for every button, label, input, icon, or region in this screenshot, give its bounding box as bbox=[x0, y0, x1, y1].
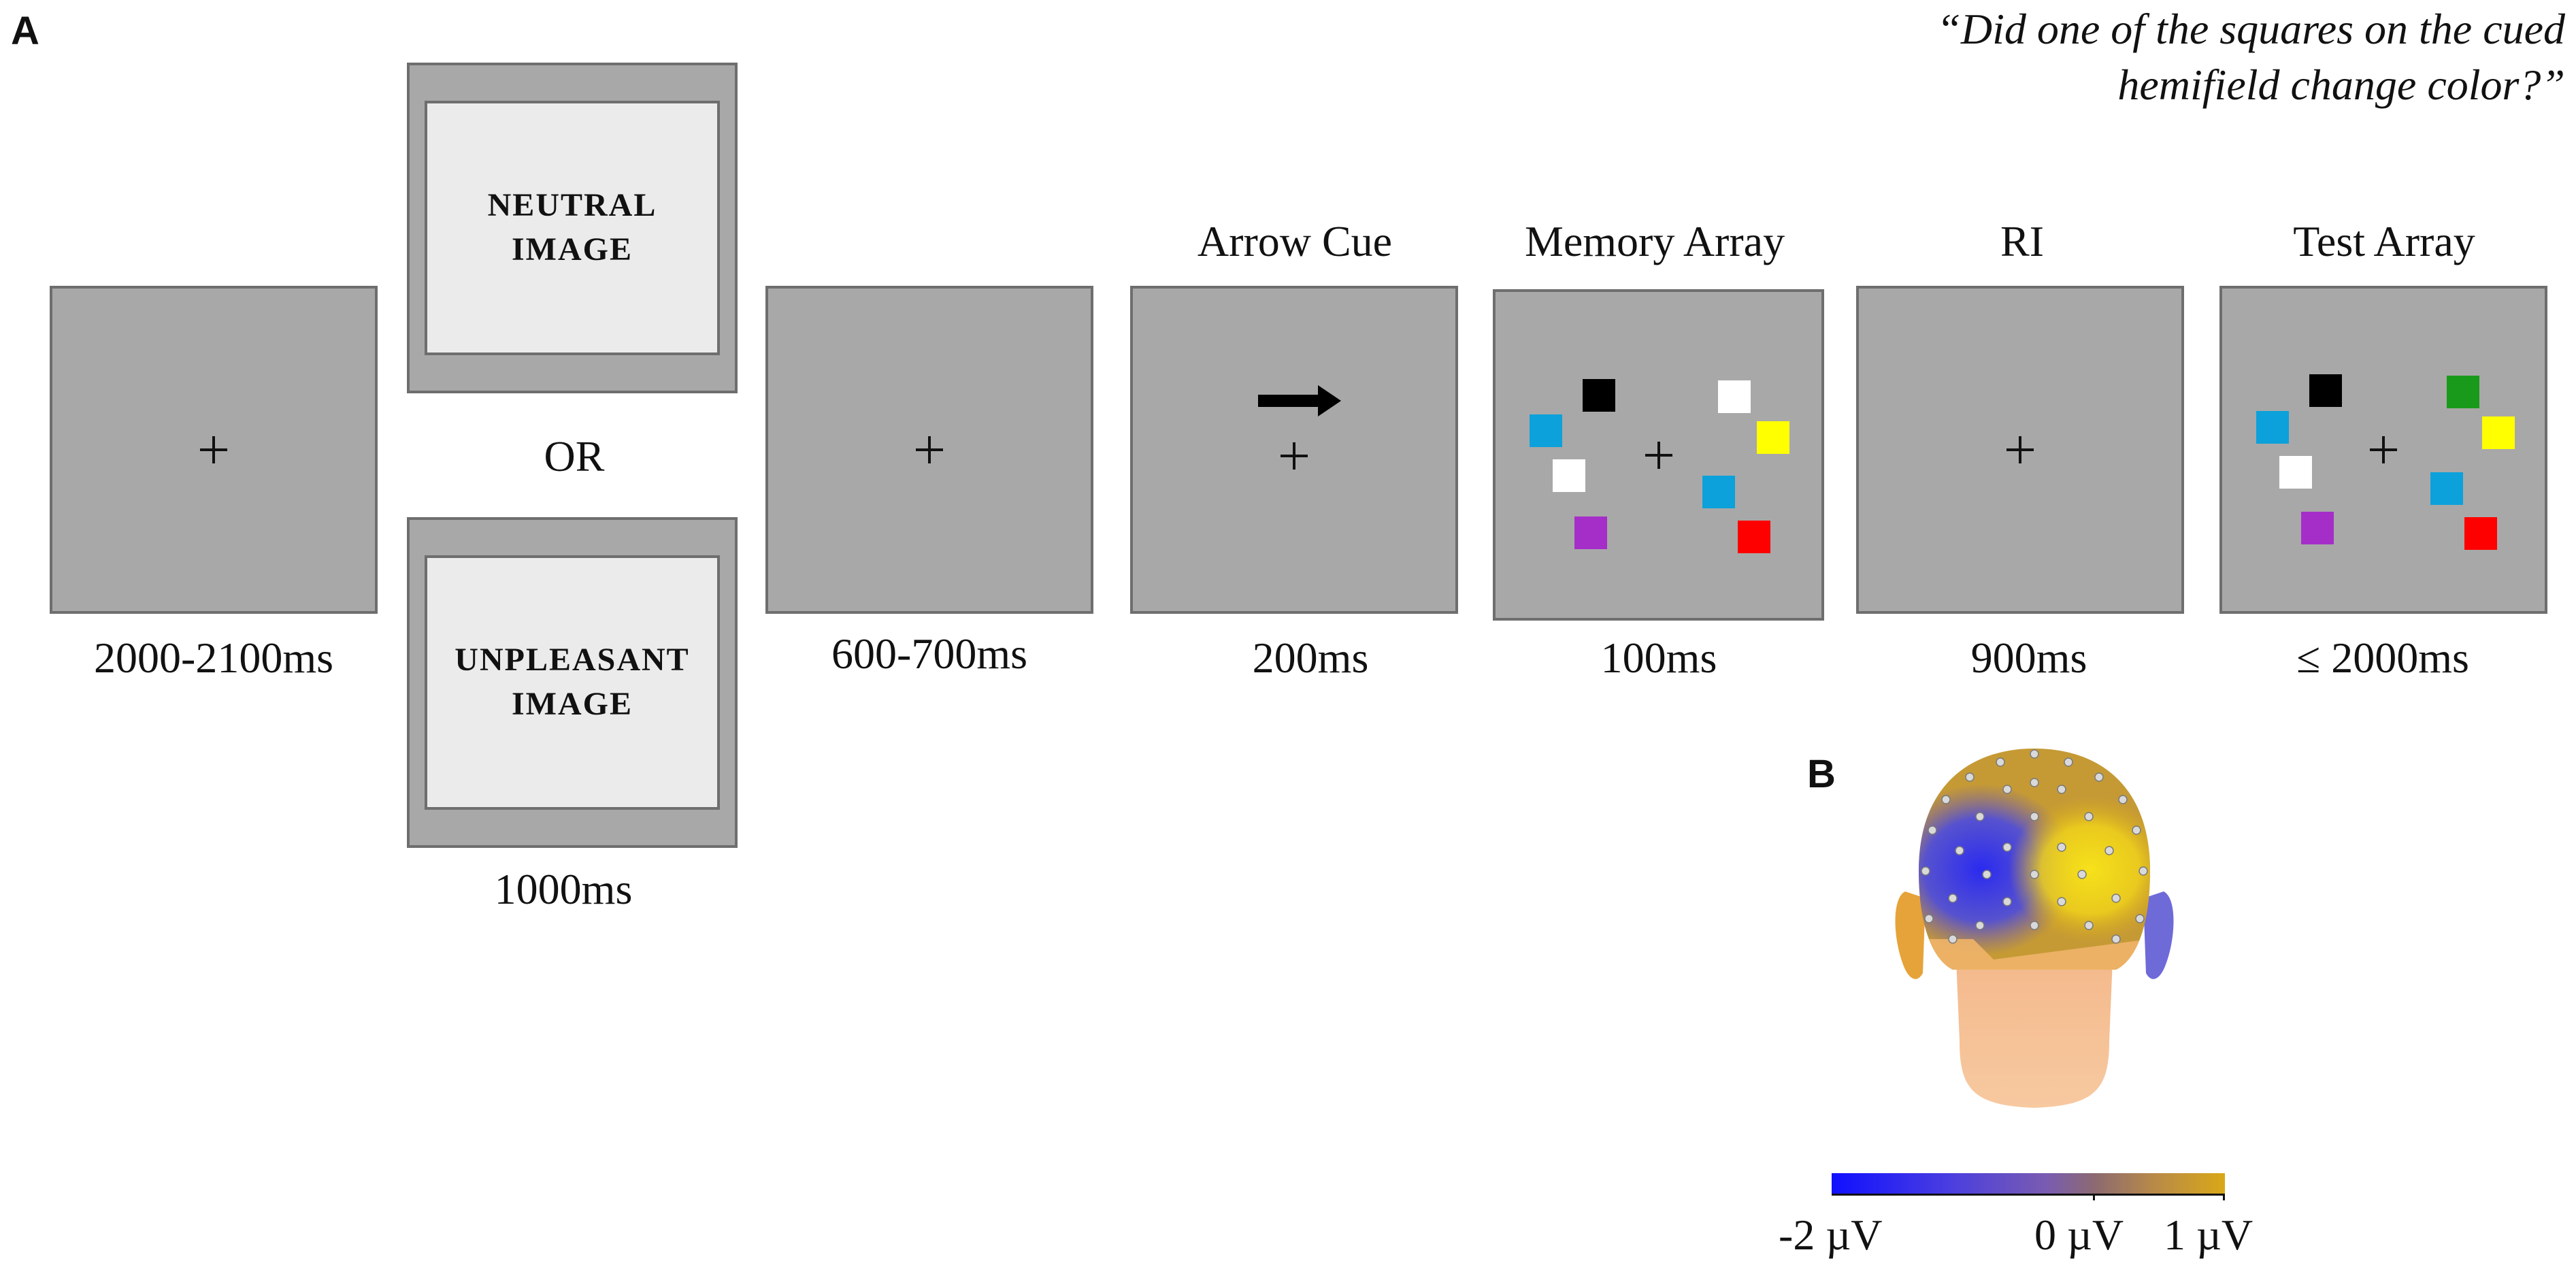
unpleasant-image-label-line-1: UNPLEASANT bbox=[455, 642, 690, 678]
neutral-image-screen: NEUTRAL IMAGE bbox=[407, 63, 738, 393]
test-square bbox=[2430, 472, 2463, 505]
neutral-image-label-line-1: NEUTRAL bbox=[487, 187, 657, 224]
test-square bbox=[2256, 411, 2289, 444]
left-ear bbox=[1895, 891, 1926, 979]
colorbar-tick-max bbox=[2223, 1194, 2225, 1200]
electrode-markers bbox=[1921, 749, 2148, 944]
fixation-screen-2 bbox=[765, 286, 1093, 614]
colorbar-baseline bbox=[1832, 1194, 2225, 1196]
test-array-timing: ≤ 2000ms bbox=[2296, 634, 2469, 682]
task-question-line-1: “Did one of the squares on the cued bbox=[1936, 5, 2565, 53]
neutral-image-label-line-2: IMAGE bbox=[511, 231, 633, 267]
memory-square bbox=[1757, 421, 1789, 454]
task-question: “Did one of the squares on the cued hemi… bbox=[1613, 1, 2565, 113]
panel-b-label: B bbox=[1807, 752, 1836, 796]
test-square bbox=[2309, 374, 2342, 407]
unpleasant-image-label: UNPLEASANT IMAGE bbox=[455, 638, 689, 727]
unpleasant-image-placeholder: UNPLEASANT IMAGE bbox=[425, 555, 720, 810]
test-array-screen bbox=[2219, 286, 2547, 614]
fixation-cross bbox=[1281, 442, 1308, 470]
memory-square bbox=[1702, 476, 1735, 508]
memory-array-timing: 100ms bbox=[1600, 634, 1717, 682]
fixation-2-timing: 600-700ms bbox=[831, 629, 1027, 678]
memory-square bbox=[1530, 414, 1562, 447]
unpleasant-image-label-line-2: IMAGE bbox=[511, 686, 633, 722]
fixation-1-timing: 2000-2100ms bbox=[94, 634, 333, 682]
arrow-cue-heading: Arrow Cue bbox=[1197, 217, 1393, 265]
colorbar bbox=[1832, 1173, 2225, 1194]
test-square bbox=[2447, 376, 2479, 408]
fixation-cross bbox=[2007, 436, 2034, 463]
test-square bbox=[2279, 456, 2312, 489]
fixation-cross bbox=[2370, 436, 2397, 463]
memory-square bbox=[1718, 380, 1751, 413]
colorbar-zero-label: 0 µV bbox=[2034, 1211, 2124, 1259]
right-ear bbox=[2143, 891, 2174, 979]
scalp-topography-map bbox=[1895, 749, 2174, 1108]
memory-square bbox=[1583, 379, 1615, 412]
test-square bbox=[2301, 512, 2334, 544]
arrow-cue-timing: 200ms bbox=[1252, 634, 1369, 682]
image-timing: 1000ms bbox=[494, 865, 633, 913]
colorbar-min-label: -2 µV bbox=[1779, 1211, 1883, 1259]
test-square bbox=[2482, 416, 2515, 449]
neutral-image-placeholder: NEUTRAL IMAGE bbox=[425, 101, 720, 355]
task-question-line-2: hemifield change color?” bbox=[2117, 60, 2565, 109]
fixation-cross bbox=[916, 436, 943, 463]
fixation-cross bbox=[1645, 441, 1672, 469]
ri-heading: RI bbox=[2000, 217, 2044, 265]
panel-a-label: A bbox=[11, 9, 39, 53]
ri-timing: 900ms bbox=[1970, 634, 2087, 682]
neutral-image-label: NEUTRAL IMAGE bbox=[488, 184, 657, 272]
right-arrow-icon bbox=[1258, 385, 1341, 416]
memory-array-heading: Memory Array bbox=[1524, 217, 1785, 265]
colorbar-tick-zero bbox=[2093, 1194, 2095, 1200]
arrow-cue-screen bbox=[1130, 286, 1458, 614]
test-array-heading: Test Array bbox=[2293, 217, 2475, 265]
fixation-cross bbox=[200, 436, 227, 463]
ri-screen bbox=[1856, 286, 2184, 614]
test-square bbox=[2464, 517, 2497, 550]
memory-square bbox=[1738, 521, 1770, 553]
colorbar-max-label: 1 µV bbox=[2164, 1211, 2253, 1259]
neck bbox=[1956, 959, 2113, 1108]
memory-square bbox=[1553, 459, 1585, 492]
memory-square bbox=[1574, 516, 1607, 549]
unpleasant-image-screen: UNPLEASANT IMAGE bbox=[407, 517, 738, 848]
memory-array-screen bbox=[1493, 289, 1824, 621]
or-label: OR bbox=[544, 432, 605, 480]
fixation-screen-1 bbox=[50, 286, 378, 614]
